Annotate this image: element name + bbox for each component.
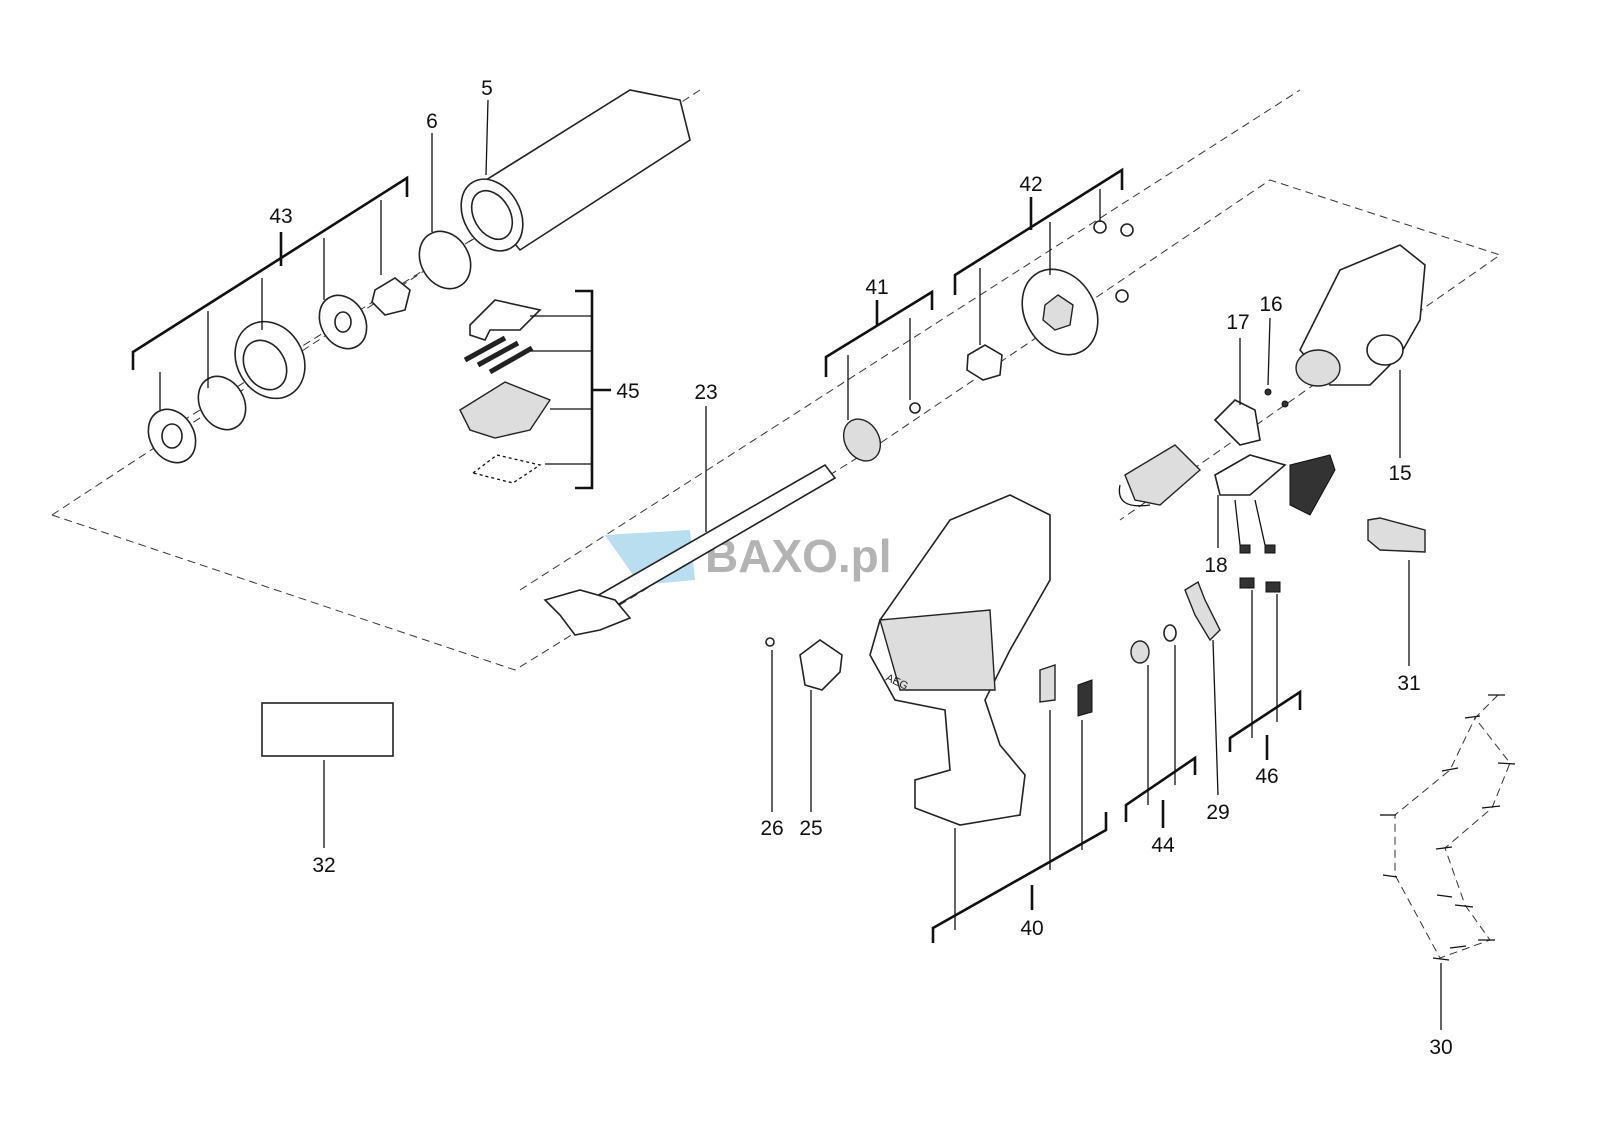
watermark-text: BAXO.pl — [705, 530, 892, 582]
part-23-plunger-rack — [543, 463, 837, 636]
label-45[interactable]: 45 — [616, 380, 639, 403]
part-46-contacts — [1239, 577, 1281, 593]
part-25-clip — [799, 639, 843, 691]
label-31[interactable]: 31 — [1397, 672, 1420, 695]
part-26-screw — [765, 637, 775, 647]
label-25[interactable]: 25 — [799, 817, 822, 840]
label-30[interactable]: 30 — [1429, 1036, 1452, 1059]
label-40[interactable]: 40 — [1020, 917, 1043, 940]
label-42[interactable]: 42 — [1019, 173, 1042, 196]
part-44-switch-parts — [1130, 624, 1177, 664]
label-18[interactable]: 18 — [1204, 554, 1227, 577]
label-16[interactable]: 16 — [1259, 293, 1282, 316]
label-17[interactable]: 17 — [1226, 311, 1249, 334]
label-26[interactable]: 26 — [760, 817, 783, 840]
part-16-screw-2 — [1281, 400, 1289, 408]
part-16-screw — [1264, 388, 1272, 396]
label-44[interactable]: 44 — [1151, 834, 1175, 857]
label-43[interactable]: 43 — [269, 205, 292, 228]
assembly-outline-left — [51, 89, 871, 671]
label-32[interactable]: 32 — [312, 854, 335, 877]
part-29-trigger — [1184, 580, 1221, 642]
label-23[interactable]: 23 — [694, 381, 717, 404]
part-40-housing: AEG — [869, 494, 1093, 826]
part-31-holder — [1367, 517, 1426, 553]
part-30-screws — [1380, 694, 1516, 961]
part-43-cap-set — [147, 277, 411, 464]
leader-lines — [131, 99, 1442, 1030]
part-5-barrel — [460, 89, 691, 252]
part-18-motor-electronics — [1118, 444, 1336, 554]
part-6-o-ring — [418, 230, 472, 290]
part-45-piston-set — [459, 299, 552, 484]
part-labels: 5 6 43 45 23 41 42 17 16 15 18 31 26 25 … — [269, 77, 1452, 1059]
label-41[interactable]: 41 — [865, 276, 888, 299]
part-15-gearbox — [1295, 244, 1426, 387]
label-46[interactable]: 46 — [1255, 765, 1278, 788]
part-17-bracket — [1213, 399, 1261, 446]
label-29[interactable]: 29 — [1206, 801, 1229, 824]
part-41-disc — [842, 402, 921, 462]
label-15[interactable]: 15 — [1388, 462, 1411, 485]
part-32-label-plate — [261, 702, 394, 757]
label-5[interactable]: 5 — [481, 77, 493, 100]
part-42-gear — [966, 220, 1134, 381]
label-6[interactable]: 6 — [426, 110, 438, 133]
